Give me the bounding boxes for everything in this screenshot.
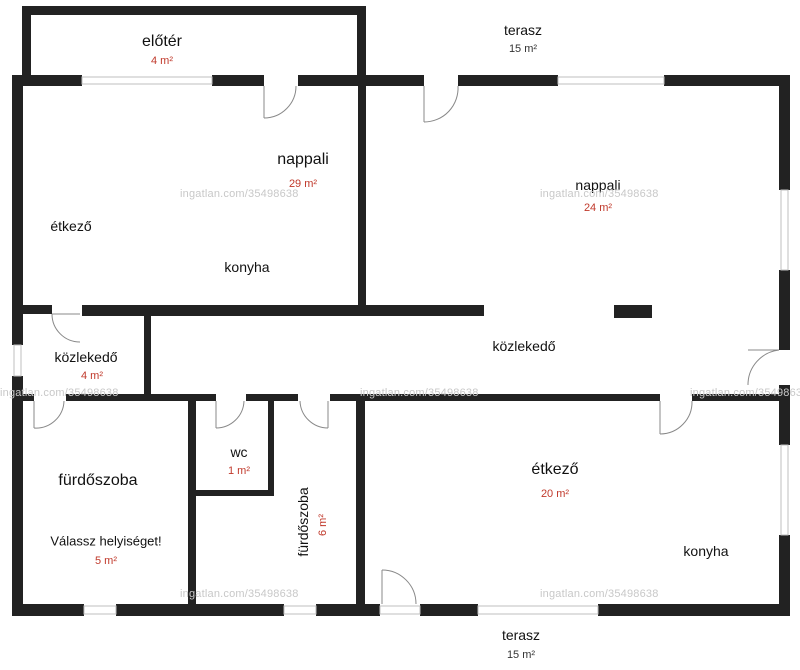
room-name-furdoszoba-left: fürdőszoba bbox=[58, 472, 138, 489]
room-name-nappali-right: nappali bbox=[575, 177, 621, 193]
wall bbox=[330, 394, 660, 401]
wall bbox=[268, 401, 274, 496]
wall bbox=[357, 6, 366, 86]
room-area-kozlekedo-small: 4 m² bbox=[81, 370, 103, 382]
wall bbox=[188, 394, 196, 616]
window bbox=[83, 605, 117, 615]
room-name-terasz-bottom: terasz bbox=[501, 627, 541, 643]
wall bbox=[12, 305, 52, 314]
room-name-konyha-left: konyha bbox=[224, 259, 270, 275]
wall bbox=[356, 394, 365, 616]
wall bbox=[12, 75, 23, 345]
room-area-terasz-bottom: 15 m² bbox=[506, 649, 536, 661]
watermark: ingatlan.com/35498638 bbox=[180, 188, 299, 200]
wall bbox=[12, 604, 84, 616]
room-area-eloter: 4 m² bbox=[151, 55, 173, 67]
room-area-wc: 1 m² bbox=[228, 465, 250, 477]
wall bbox=[212, 75, 264, 86]
wall bbox=[12, 75, 82, 86]
room-area-nappali-right: 24 m² bbox=[583, 202, 613, 214]
room-name-etkezo-left: étkező bbox=[50, 218, 92, 234]
door bbox=[423, 85, 459, 123]
wall bbox=[779, 535, 790, 616]
window bbox=[780, 444, 789, 536]
room-area-furdoszoba-mid: 6 m² bbox=[317, 514, 329, 536]
window bbox=[13, 344, 22, 377]
wall bbox=[598, 604, 790, 616]
room-area-etkezo-right: 20 m² bbox=[540, 488, 570, 500]
windows bbox=[13, 76, 789, 615]
watermark: ingatlan.com/35498638 bbox=[690, 387, 800, 399]
room-name-etkezo-right: étkező bbox=[531, 461, 579, 478]
door bbox=[299, 400, 329, 429]
door bbox=[659, 400, 693, 435]
door bbox=[381, 569, 417, 605]
room-name-terasz-top: terasz bbox=[503, 22, 543, 38]
room-name-furdoszoba-mid: fürdőszoba bbox=[295, 487, 311, 557]
wall bbox=[12, 376, 23, 616]
wall bbox=[246, 394, 298, 401]
wall bbox=[358, 86, 366, 310]
room-name-wc: wc bbox=[230, 444, 248, 460]
wall bbox=[144, 314, 151, 398]
wall bbox=[779, 385, 790, 445]
walls bbox=[12, 6, 790, 616]
wall bbox=[458, 75, 558, 86]
window bbox=[379, 605, 421, 615]
window bbox=[283, 605, 317, 615]
window bbox=[557, 76, 665, 85]
room-area-furdoszoba-left: 5 m² bbox=[95, 555, 117, 567]
room-area-terasz-top: 15 m² bbox=[508, 43, 538, 55]
wall bbox=[22, 6, 366, 15]
wall bbox=[66, 394, 216, 401]
door bbox=[263, 85, 297, 119]
watermark: ingatlan.com/35498638 bbox=[540, 588, 659, 600]
watermark: ingatlan.com/35498638 bbox=[0, 387, 119, 399]
room-name-kozlekedo-small: közlekedő bbox=[54, 349, 118, 365]
wall bbox=[692, 394, 790, 401]
wall bbox=[420, 604, 478, 616]
watermark: ingatlan.com/35498638 bbox=[540, 188, 659, 200]
wall bbox=[664, 75, 790, 86]
window bbox=[477, 605, 599, 615]
wall bbox=[298, 75, 424, 86]
wall bbox=[779, 270, 790, 350]
room-name-kozlekedo-hall: közlekedő bbox=[492, 338, 556, 354]
wall bbox=[22, 6, 31, 76]
window bbox=[780, 189, 789, 271]
wall bbox=[316, 604, 380, 616]
room-name-nappali-left: nappali bbox=[277, 151, 329, 168]
wall bbox=[190, 490, 274, 496]
wall bbox=[779, 75, 790, 190]
wall bbox=[614, 305, 652, 318]
door bbox=[33, 400, 65, 429]
doors bbox=[33, 85, 780, 605]
room-subtitle-furdoszoba-left: Válassz helyiséget! bbox=[50, 533, 162, 549]
watermark: ingatlan.com/35498638 bbox=[180, 588, 299, 600]
wall bbox=[12, 394, 34, 401]
room-name-konyha-right: konyha bbox=[683, 543, 729, 559]
watermark: ingatlan.com/35498638 bbox=[360, 387, 479, 399]
door bbox=[747, 349, 780, 386]
wall bbox=[116, 604, 284, 616]
room-name-eloter: előtér bbox=[141, 33, 183, 50]
door bbox=[51, 313, 81, 343]
room-area-left-upper: 29 m² bbox=[288, 178, 318, 190]
window bbox=[81, 76, 213, 85]
wall bbox=[82, 305, 484, 316]
door bbox=[215, 400, 245, 429]
